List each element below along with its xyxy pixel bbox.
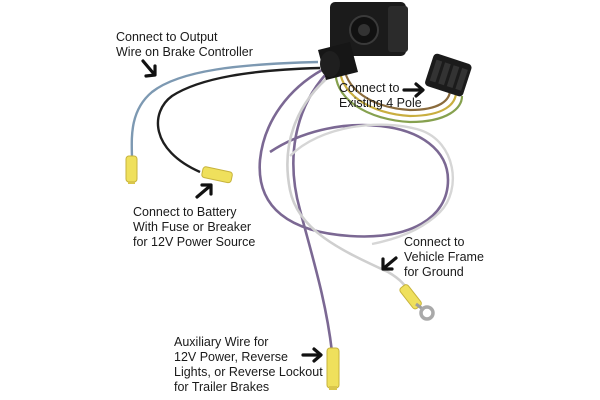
label-line: Connect to — [404, 235, 465, 249]
white-ground-wire — [286, 72, 412, 297]
ground-label: Connect to Vehicle Frame for Ground — [404, 235, 484, 280]
yellow-4pole-wire — [338, 61, 458, 118]
arrow-icon — [381, 256, 398, 271]
label-line: Vehicle Frame — [404, 250, 484, 264]
auxiliary-wire-label: Auxiliary Wire for 12V Power, Reverse Li… — [174, 335, 323, 395]
seven-way-connector — [318, 2, 408, 80]
black-battery-wire — [156, 66, 321, 174]
label-line: Connect to — [339, 81, 400, 95]
label-line: for Ground — [404, 265, 464, 279]
label-line: Connect to Output — [116, 30, 218, 44]
label-line: Connect to Battery — [133, 205, 237, 219]
green-4pole-wire — [334, 63, 464, 124]
label-line: With Fuse or Breaker — [133, 220, 252, 234]
auxiliary-wire-butt-connector — [326, 347, 340, 390]
label-line: Existing 4 Pole — [339, 96, 422, 110]
label-line: for 12V Power Source — [133, 235, 256, 249]
existing-4-pole-label: Connect to Existing 4 Pole — [339, 81, 422, 111]
brown-4pole-wire — [342, 59, 452, 112]
arrow-icon — [301, 347, 323, 363]
label-line: Auxiliary Wire for — [174, 335, 269, 349]
black-wire-butt-connector — [201, 166, 233, 184]
label-line: Wire on Brake Controller — [116, 45, 253, 59]
blue-brake-output-wire — [130, 60, 319, 161]
blue-wire-butt-connector — [125, 155, 138, 184]
battery-label: Connect to Battery With Fuse or Breaker … — [133, 205, 255, 250]
ground-ring-terminal — [419, 305, 435, 321]
white-loop-wire — [289, 123, 454, 246]
brake-output-label: Connect to Output Wire on Brake Controll… — [116, 30, 253, 60]
arrow-icon — [402, 82, 425, 98]
arrow-icon — [195, 183, 213, 199]
four-pole-connector — [425, 53, 472, 97]
arrow-icon — [141, 59, 157, 78]
label-line: 12V Power, Reverse — [174, 350, 288, 364]
label-line: for Trailer Brakes — [174, 380, 270, 394]
purple-auxiliary-wire — [292, 73, 334, 353]
label-line: Lights, or Reverse Lockout — [174, 365, 323, 379]
